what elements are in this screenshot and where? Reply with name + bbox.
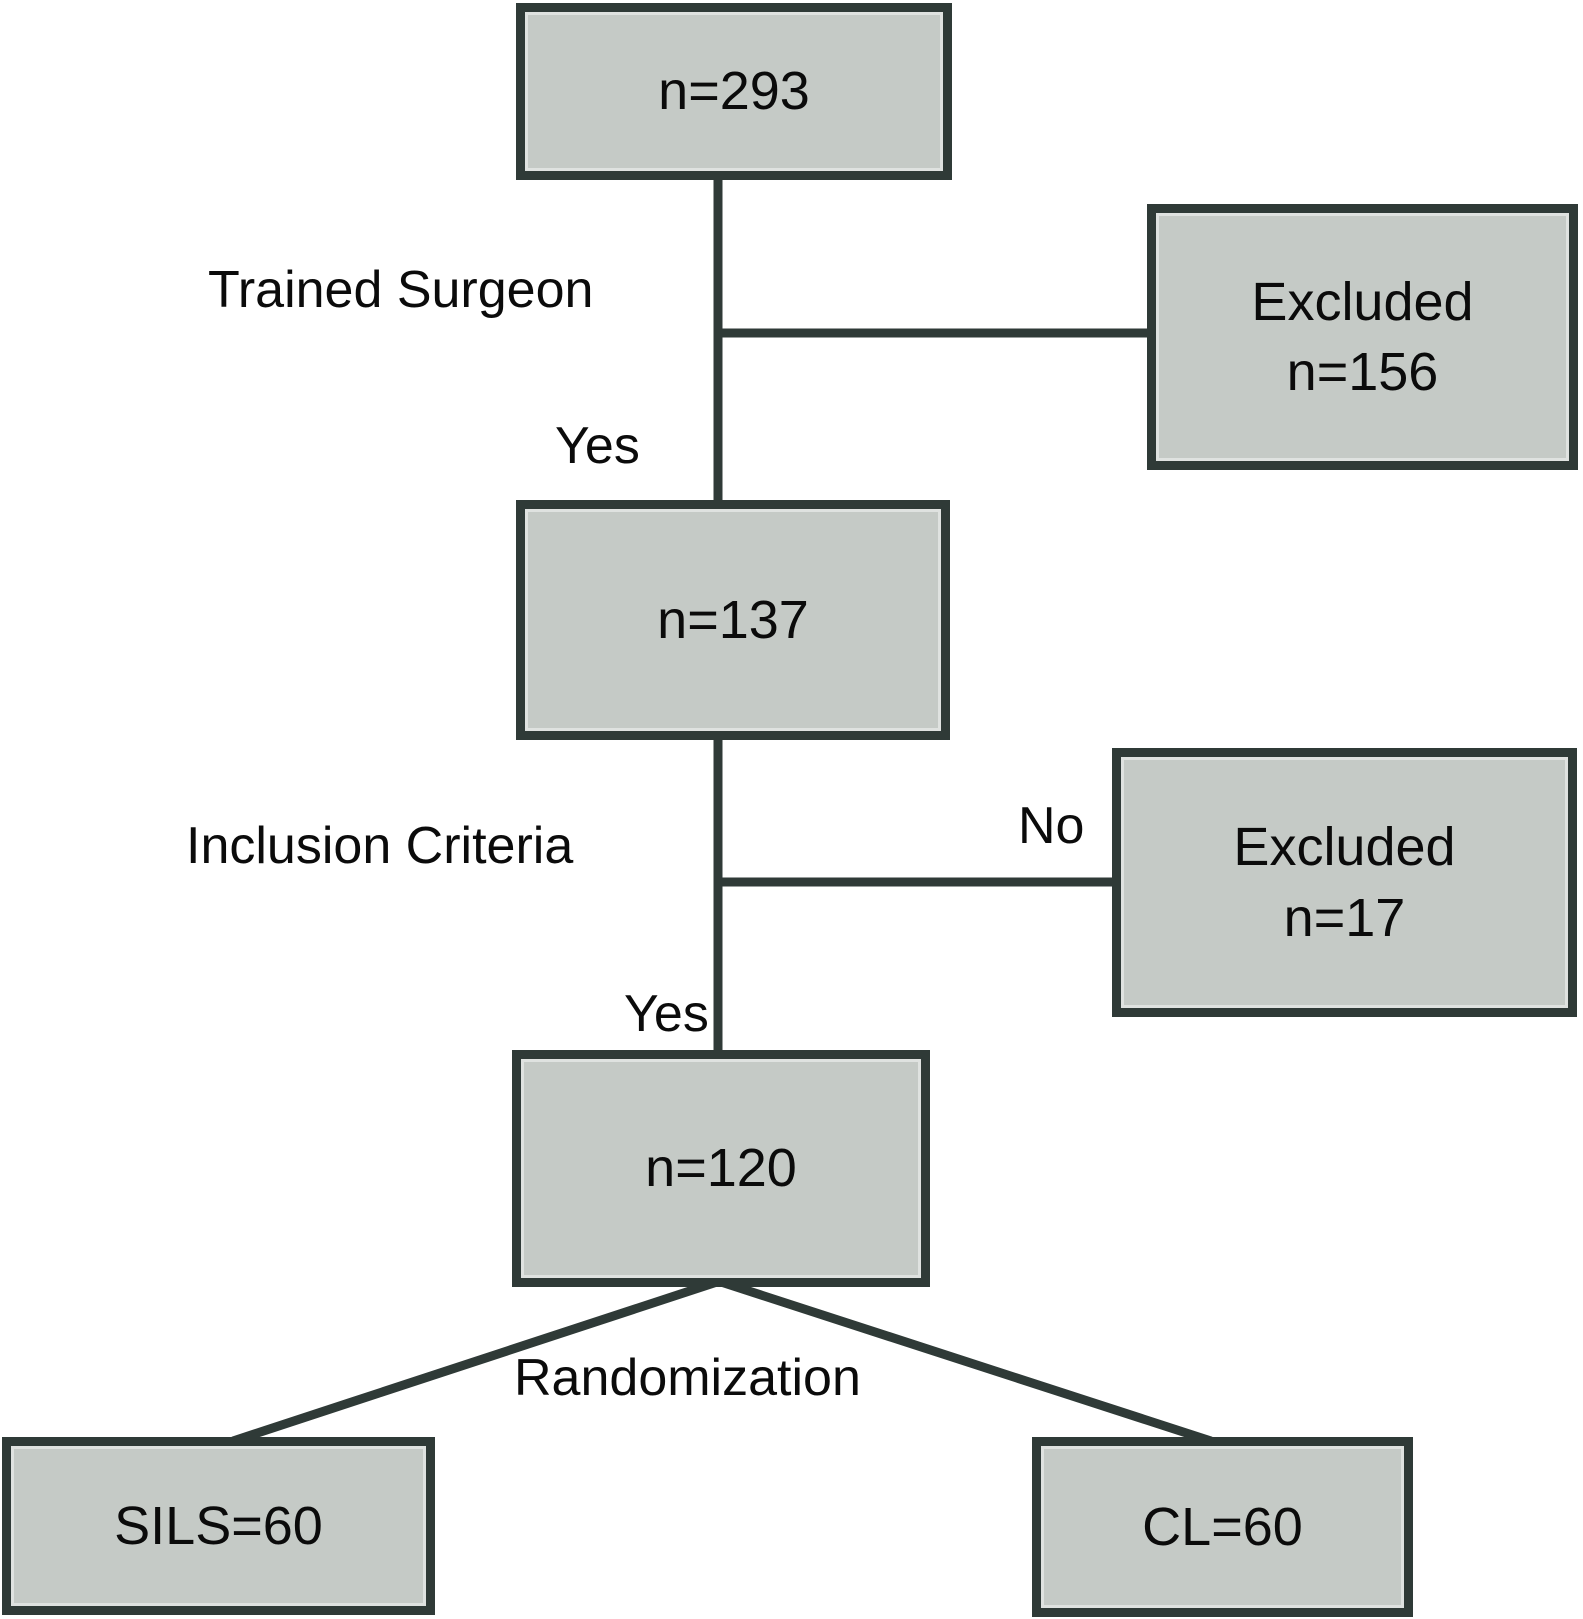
box-cl-60: CL=60 bbox=[1032, 1437, 1413, 1617]
label-inclusion-criteria: Inclusion Criteria bbox=[186, 817, 574, 875]
label-trained-surgeon: Trained Surgeon bbox=[208, 261, 594, 319]
box-excluded-156-line1: Excluded bbox=[1251, 271, 1474, 332]
box-sils-60: SILS=60 bbox=[2, 1437, 435, 1615]
box-excluded-17-line2: n=17 bbox=[1283, 887, 1406, 948]
box-sils-60-label: SILS=60 bbox=[114, 1495, 323, 1556]
box-n137: n=137 bbox=[516, 500, 950, 740]
box-excluded-156-line2: n=156 bbox=[1286, 342, 1439, 402]
box-n120-label: n=120 bbox=[645, 1138, 797, 1199]
connector-n120-to-cl bbox=[719, 1277, 1213, 1446]
label-yes-inclusion: Yes bbox=[624, 985, 709, 1043]
box-excluded-17-line1: Excluded bbox=[1233, 817, 1456, 878]
connector-n120-to-sils bbox=[231, 1277, 719, 1446]
box-excluded-17: Excluded n=17 bbox=[1112, 748, 1577, 1017]
box-n293-label: n=293 bbox=[658, 61, 810, 122]
box-n120: n=120 bbox=[512, 1050, 930, 1287]
box-cl-60-label: CL=60 bbox=[1142, 1496, 1303, 1557]
box-n137-label: n=137 bbox=[657, 589, 809, 650]
box-excluded-156: Excluded n=156 bbox=[1147, 204, 1578, 470]
label-randomization: Randomization bbox=[514, 1349, 861, 1407]
label-no-inclusion: No bbox=[1018, 797, 1085, 855]
label-yes-trained-surgeon: Yes bbox=[555, 417, 640, 475]
box-n293: n=293 bbox=[516, 3, 952, 180]
